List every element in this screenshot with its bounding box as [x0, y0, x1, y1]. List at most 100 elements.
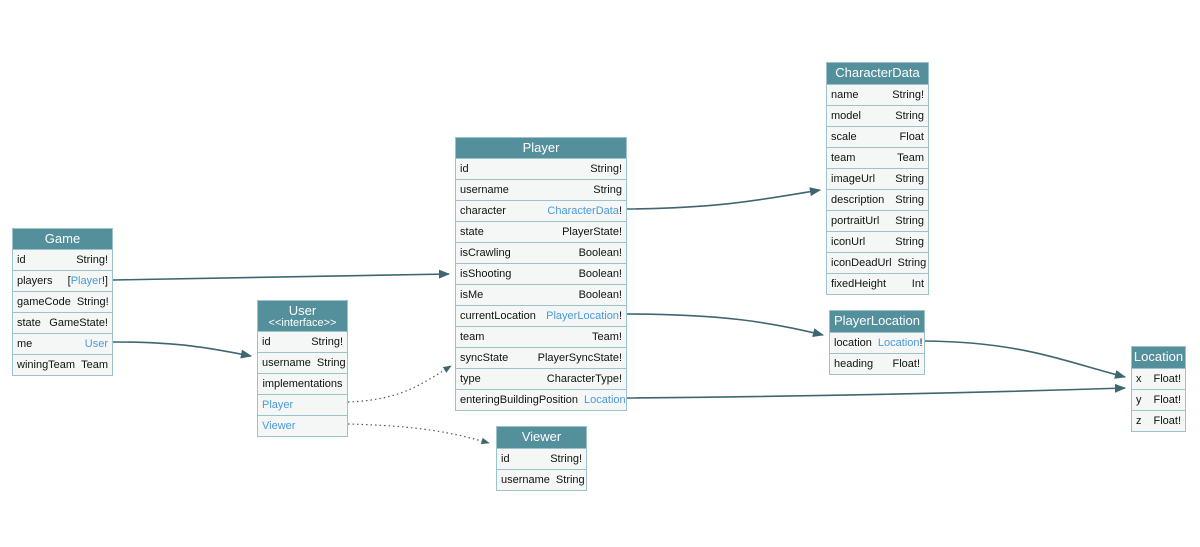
field-name: location [834, 337, 872, 349]
node-title[interactable]: Viewer [497, 427, 586, 448]
field-name: id [460, 163, 469, 175]
field-type[interactable]: Location! [877, 337, 923, 349]
field-type: Float! [1153, 415, 1181, 427]
field-row[interactable]: me User [13, 333, 112, 354]
field-type: GameState! [49, 317, 108, 329]
field-row[interactable]: character CharacterData! [456, 200, 626, 221]
field-name: winingTeam [17, 359, 76, 371]
node-title[interactable]: User<<interface>> [258, 301, 347, 331]
field-name: isMe [460, 289, 484, 301]
field-name: username [460, 184, 509, 196]
node-title[interactable]: Player [456, 138, 626, 158]
node-title-text: CharacterData [835, 65, 920, 80]
field-name: character [460, 205, 506, 217]
node-title[interactable]: Location [1132, 347, 1185, 368]
field-name: iconUrl [831, 236, 866, 248]
type-link[interactable]: User [84, 338, 108, 350]
field-type: String! [76, 254, 108, 266]
field-name: id [17, 254, 26, 266]
edge-player-currentlocation-to-playerlocation [626, 313, 825, 337]
node-title[interactable]: PlayerLocation [830, 311, 924, 332]
field-type: String [895, 173, 924, 185]
edge-player-character-to-characterdata [626, 187, 822, 210]
field-row[interactable]: players[Player!] [13, 270, 112, 291]
field-type: Boolean! [578, 268, 622, 280]
field-name: name [831, 89, 859, 101]
field-name: Viewer [262, 420, 296, 432]
type-link[interactable]: PlayerLocation [546, 310, 619, 322]
node-title[interactable]: CharacterData [827, 63, 928, 84]
edge-player-enteringbuildingposition-to-location [626, 383, 1127, 399]
node-title-text: Player [522, 140, 560, 155]
edge-game-me-to-user [112, 341, 253, 359]
field-type[interactable]: PlayerLocation! [546, 310, 622, 322]
field-name: model [831, 110, 861, 122]
field-row[interactable]: location Location! [830, 332, 924, 353]
field-row[interactable]: id String! [13, 249, 112, 270]
field-type: String! [311, 336, 343, 348]
type-link[interactable]: CharacterData [547, 205, 619, 217]
field-name: isCrawling [460, 247, 511, 259]
field-row[interactable]: id String! [456, 158, 626, 179]
node-title[interactable]: Game [13, 229, 112, 249]
implementation-item[interactable]: Viewer [258, 415, 347, 436]
field-name: me [17, 338, 33, 350]
field-name: y [1136, 394, 1142, 406]
field-name: enteringBuildingPosition [460, 394, 579, 406]
field-type[interactable]: CharacterData! [547, 205, 622, 217]
field-type: String! [892, 89, 924, 101]
field-type: String [316, 357, 346, 369]
type-link[interactable]: Location [584, 394, 626, 406]
implementation-item[interactable]: Player [258, 394, 347, 415]
type-link[interactable]: Location [877, 337, 920, 349]
node-title-text: Location [1133, 349, 1184, 364]
field-type[interactable]: Location [584, 394, 626, 406]
field-row[interactable]: enteringBuildingPosition Location [456, 389, 626, 410]
field-name: type [460, 373, 481, 385]
type-link[interactable]: Player [70, 275, 102, 287]
field-name: x [1136, 373, 1142, 385]
field-name: state [460, 226, 484, 238]
field-row[interactable]: name String! [827, 84, 928, 105]
field-type[interactable]: [Player!] [67, 275, 108, 287]
field-type: String! [590, 163, 622, 175]
field-type[interactable]: User [85, 338, 108, 350]
